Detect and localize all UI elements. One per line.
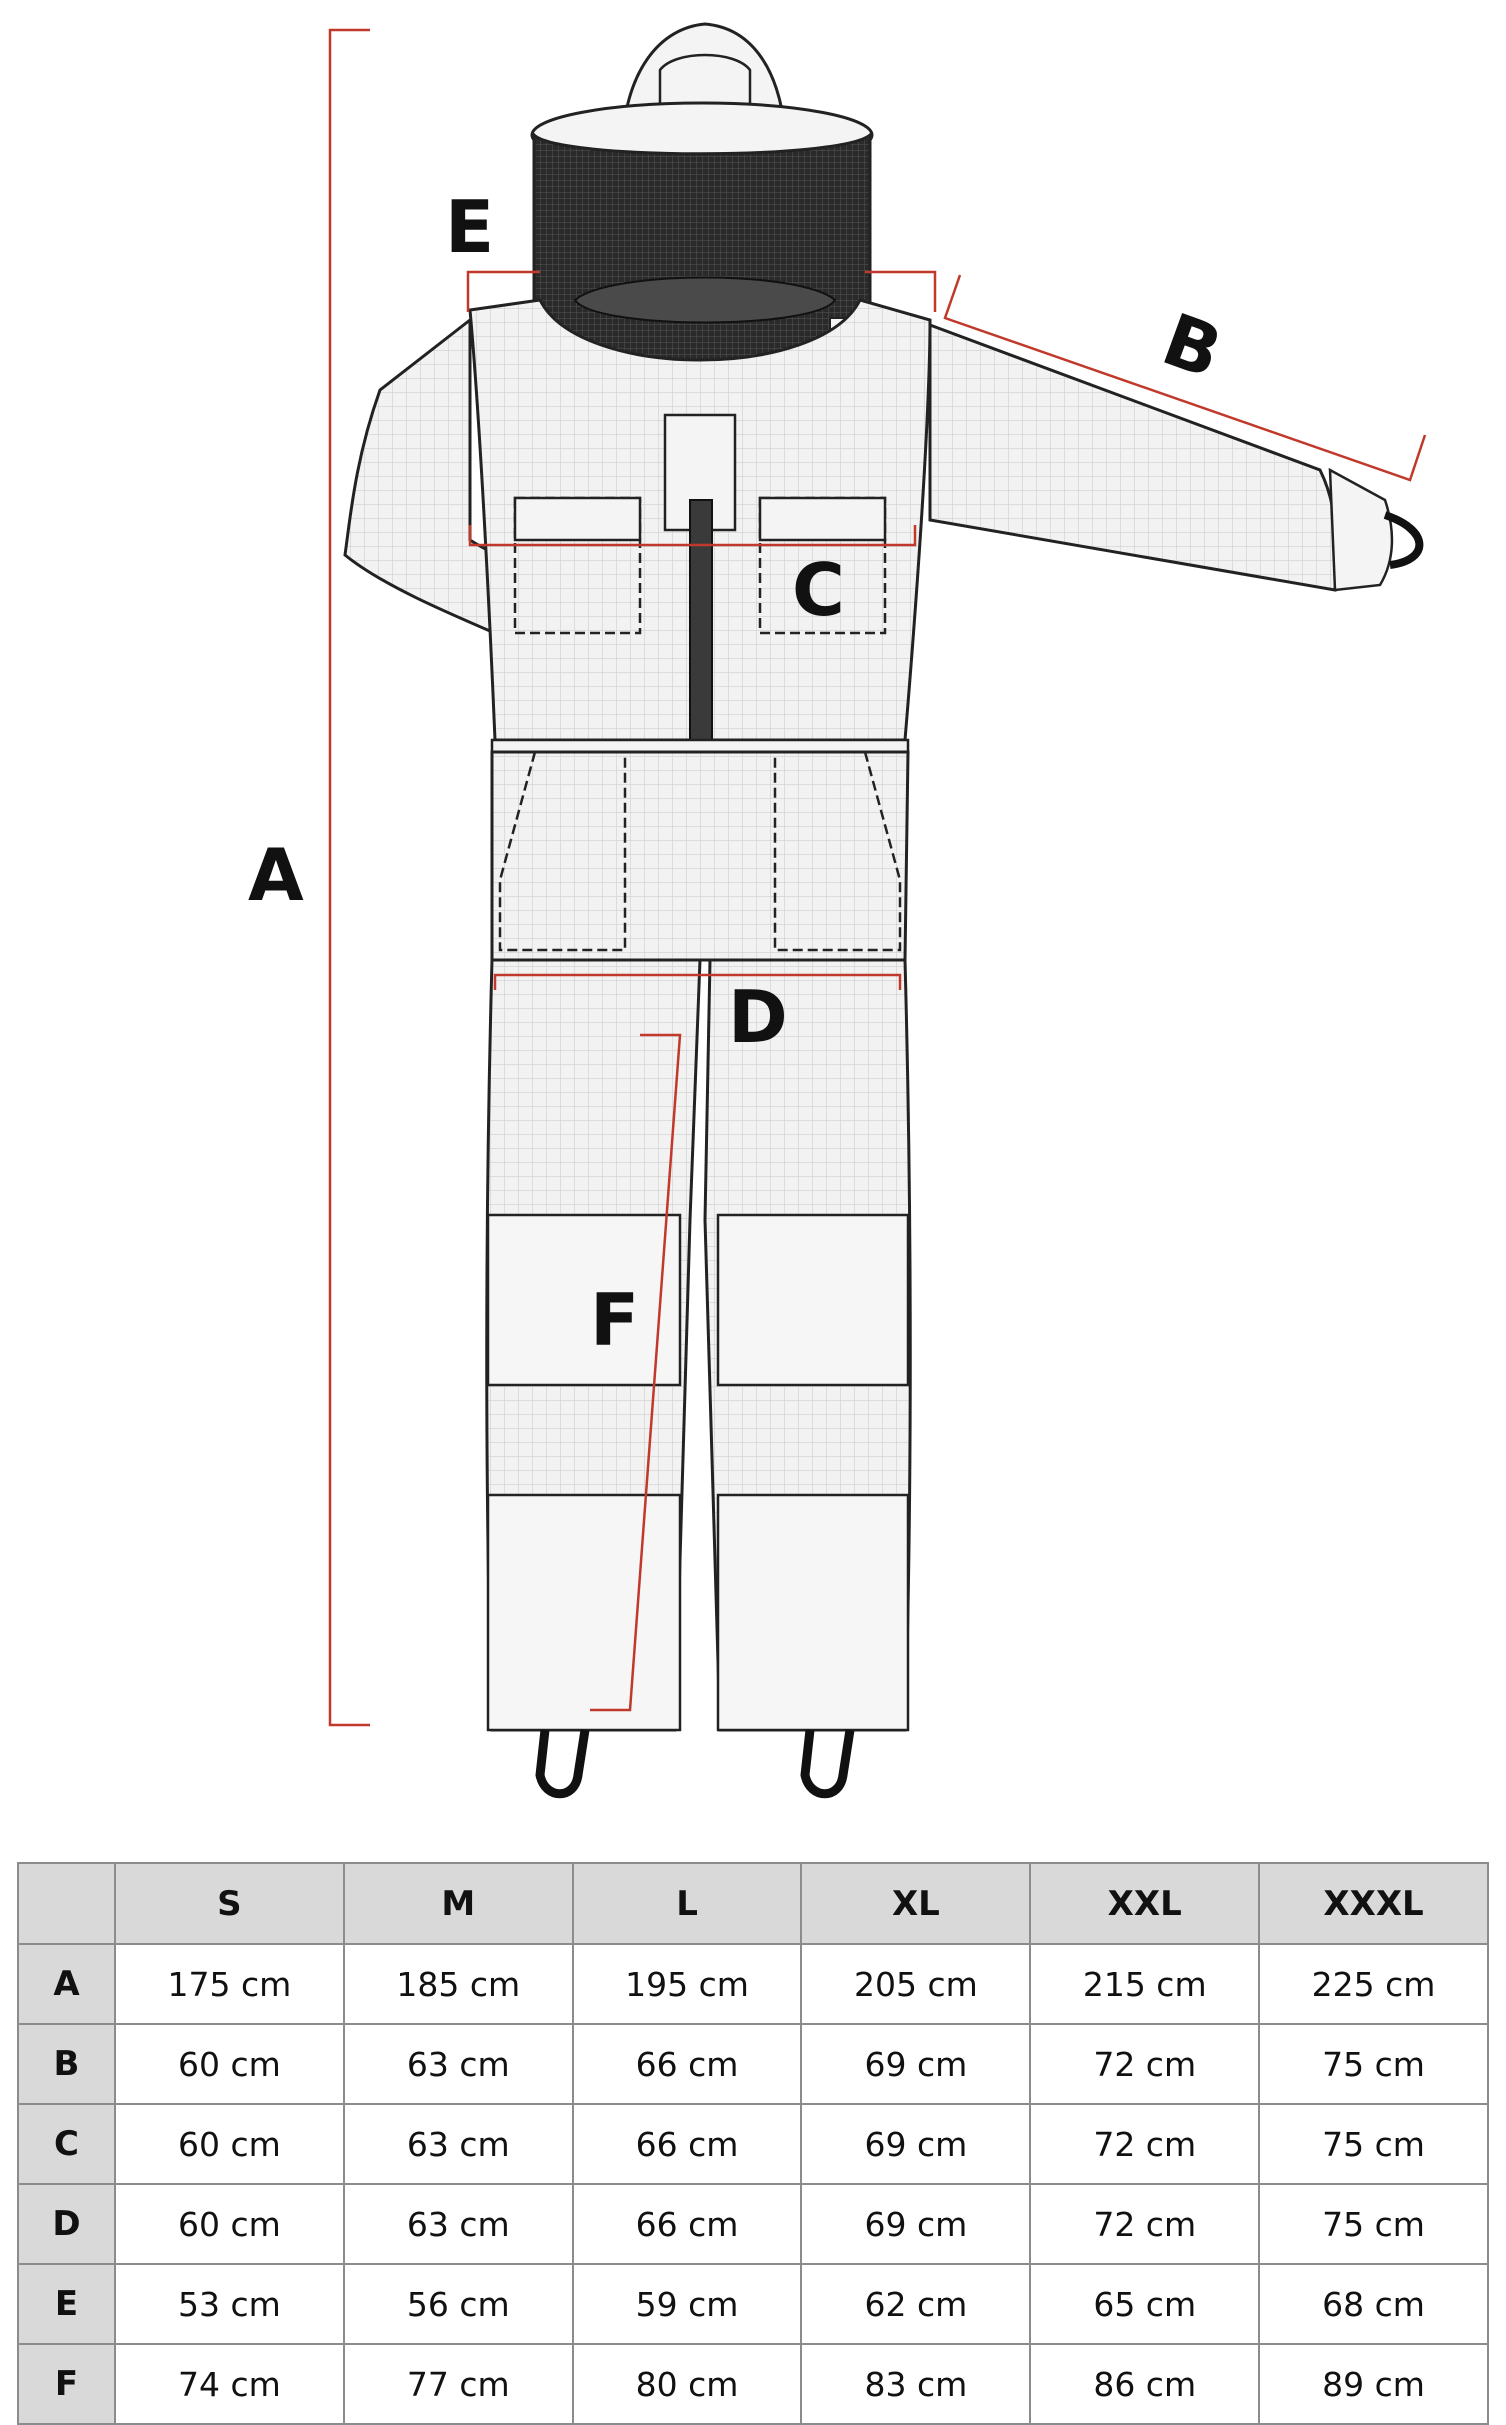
measure-lines	[328, 28, 1427, 1727]
table-cell: 69 cm	[800, 2103, 1032, 2185]
hip-pocket-right	[773, 751, 902, 952]
table-row: F 74 cm 77 cm 80 cm 83 cm 86 cm 89 cm	[17, 2343, 1489, 2425]
table-cell: 60 cm	[114, 2103, 345, 2185]
table-cell: 63 cm	[342, 2103, 574, 2185]
right-stirrup	[800, 1729, 855, 1799]
table-cell: 69 cm	[800, 2183, 1032, 2265]
row-label-f: F	[17, 2343, 116, 2425]
table-cell: 63 cm	[342, 2023, 574, 2105]
label-a: A	[248, 833, 304, 917]
table-cell: 53 cm	[114, 2263, 345, 2345]
measure-line-f	[590, 1033, 682, 1712]
table-cell: 83 cm	[800, 2343, 1032, 2425]
label-f: F	[590, 1278, 639, 1362]
size-chart-table: S M L XL XXL XXXL A 175 cm 185 cm 195 cm…	[17, 1862, 1489, 2425]
table-cell: 89 cm	[1258, 2343, 1489, 2425]
table-cell: 195 cm	[571, 1943, 803, 2025]
chest-pocket-left-flap	[513, 496, 642, 542]
table-cell: 77 cm	[342, 2343, 574, 2425]
label-e: E	[445, 185, 494, 269]
size-header-xl: XL	[800, 1862, 1032, 1945]
left-stirrup	[535, 1729, 590, 1799]
table-cell: 66 cm	[571, 2023, 803, 2105]
size-header-xxl: XXL	[1029, 1862, 1261, 1945]
hip-section	[490, 750, 910, 962]
table-cell: 72 cm	[1029, 2023, 1261, 2105]
measure-line-b	[943, 274, 1427, 482]
row-label-b: B	[17, 2023, 116, 2105]
left-shin-panel	[486, 1493, 682, 1732]
right-thumb-loop	[1383, 511, 1424, 569]
table-cell: 68 cm	[1258, 2263, 1489, 2345]
size-header-row: S M L XL XXL XXXL	[17, 1862, 1489, 1945]
size-header-xxxl: XXXL	[1258, 1862, 1489, 1945]
right-sleeve	[928, 322, 1339, 592]
table-cell: 60 cm	[114, 2023, 345, 2105]
beekeeping-suit-illustration: A B C D E F	[248, 22, 1427, 1799]
hat-rib	[658, 53, 752, 145]
table-cell: 185 cm	[342, 1943, 574, 2025]
table-row: E 53 cm 56 cm 59 cm 62 cm 65 cm 68 cm	[17, 2263, 1489, 2345]
table-cell: 86 cm	[1029, 2343, 1261, 2425]
size-header-m: M	[342, 1862, 574, 1945]
measure-line-a	[328, 28, 370, 1727]
table-cell: 75 cm	[1258, 2103, 1489, 2185]
table-row: D 60 cm 63 cm 66 cm 69 cm 72 cm 75 cm	[17, 2183, 1489, 2265]
table-cell: 62 cm	[800, 2263, 1032, 2345]
table-row: A 175 cm 185 cm 195 cm 205 cm 215 cm 225…	[17, 1943, 1489, 2025]
hip-pocket-left	[498, 751, 627, 952]
right-shin-panel	[716, 1493, 910, 1732]
measure-line-c	[468, 525, 917, 547]
table-cell: 75 cm	[1258, 2023, 1489, 2105]
table-cell: 65 cm	[1029, 2263, 1261, 2345]
row-label-a: A	[17, 1943, 116, 2025]
row-label-c: C	[17, 2103, 116, 2185]
label-d: D	[728, 975, 788, 1059]
table-cell: 225 cm	[1258, 1943, 1489, 2025]
table-cell: 75 cm	[1258, 2183, 1489, 2265]
right-cuff	[1328, 467, 1394, 592]
suit-diagram: A B C D E F	[248, 22, 1427, 1799]
chest-pocket-right-flap	[758, 496, 887, 542]
label-c: C	[792, 548, 845, 632]
left-knee-panel	[486, 1213, 682, 1387]
measure-line-d	[493, 973, 902, 990]
row-label-e: E	[17, 2263, 116, 2345]
size-header-l: L	[571, 1862, 803, 1945]
table-corner-cell	[17, 1862, 116, 1945]
table-cell: 74 cm	[114, 2343, 345, 2425]
table-cell: 66 cm	[571, 2103, 803, 2185]
table-cell: 63 cm	[342, 2183, 574, 2265]
table-cell: 72 cm	[1029, 2103, 1261, 2185]
table-cell: 80 cm	[571, 2343, 803, 2425]
table-cell: 59 cm	[571, 2263, 803, 2345]
table-cell: 205 cm	[800, 1943, 1032, 2025]
measure-line-e	[466, 270, 937, 312]
veil-face-opening	[573, 276, 837, 324]
table-cell: 175 cm	[114, 1943, 345, 2025]
table-cell: 69 cm	[800, 2023, 1032, 2105]
row-label-d: D	[17, 2183, 116, 2265]
waist-band	[490, 738, 910, 754]
table-cell: 215 cm	[1029, 1943, 1261, 2025]
right-knee-panel	[716, 1213, 910, 1387]
table-cell: 72 cm	[1029, 2183, 1261, 2265]
table-cell: 60 cm	[114, 2183, 345, 2265]
table-cell: 66 cm	[571, 2183, 803, 2265]
label-b: B	[1152, 297, 1232, 395]
table-row: B 60 cm 63 cm 66 cm 69 cm 72 cm 75 cm	[17, 2023, 1489, 2105]
table-cell: 56 cm	[342, 2263, 574, 2345]
size-header-s: S	[114, 1862, 345, 1945]
table-row: C 60 cm 63 cm 66 cm 69 cm 72 cm 75 cm	[17, 2103, 1489, 2185]
